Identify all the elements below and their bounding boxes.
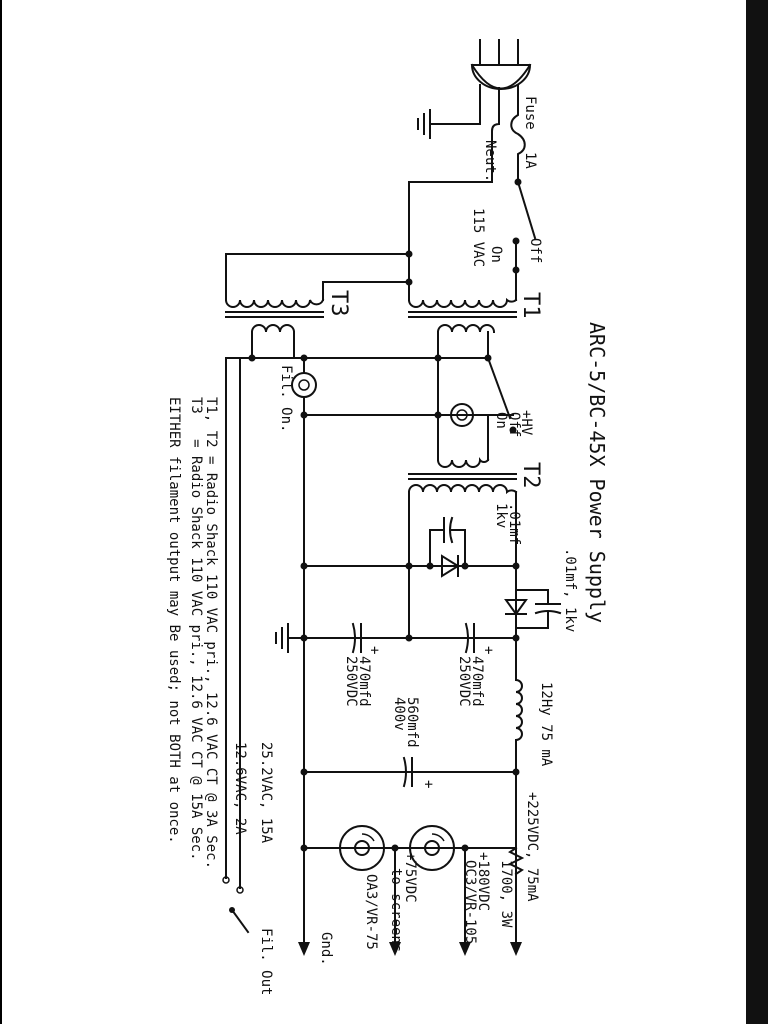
- cap-plus-1: +: [366, 646, 382, 654]
- mains-label: 115 VAC: [470, 208, 486, 267]
- t2-label: T2: [518, 462, 543, 489]
- switch-off-label: Off: [527, 238, 543, 263]
- cap-470-1-voltage: 250VDC: [343, 656, 359, 707]
- filter-capacitors: [287, 622, 517, 654]
- transformer-notes: T1, T2 = Radio Shack 110 VAC pri., 12.6 …: [166, 397, 219, 869]
- transformer-t1: [407, 253, 518, 359]
- note-line-1: T1, T2 = Radio Shack 110 VAC pri., 12.6 …: [203, 397, 219, 869]
- fil-out-label: Fil. Out: [258, 928, 274, 995]
- choke-label: 12Hy 75 mA: [538, 682, 554, 767]
- gnd-label: Gnd.: [318, 932, 334, 966]
- scan-edge: [746, 0, 768, 1024]
- tube-1-label: OC3/VR-105: [462, 860, 478, 944]
- t3-label: T3: [326, 290, 351, 317]
- cap-560-plus: +: [420, 780, 436, 788]
- note-line-2: T3 = Radio Shack 110 VAC pri., 12.6 VAC …: [188, 397, 204, 861]
- hv-on-label: On: [493, 412, 509, 429]
- cap-plus-2: +: [480, 646, 496, 654]
- diagram-title: ARC-5/BC-45X Power Supply: [585, 322, 609, 623]
- hv-off-label: Off: [506, 412, 522, 437]
- hv-switch: [486, 356, 517, 434]
- tube-2-label: OA3/VR-75: [363, 874, 379, 950]
- cap-small-1-voltage: 1kv: [493, 503, 509, 528]
- resistor-label: 1700, 3W: [498, 860, 514, 928]
- mains-plug: [470, 39, 532, 125]
- fuse-rating-label: 1A: [522, 152, 538, 169]
- hv-label: +HV: [518, 410, 534, 436]
- cap-560-voltage: 400v: [391, 697, 407, 731]
- hv-pilot-lamp: [450, 403, 474, 427]
- transformer-t3: [224, 250, 413, 359]
- fil-12-label: 12.6VAC, 2A: [232, 742, 248, 835]
- choke-inductor: [514, 678, 523, 951]
- switch-on-label: On: [488, 246, 504, 263]
- cap-small-2-label: .01mf, 1kv: [562, 548, 578, 632]
- output-180-label: +180VDC: [475, 852, 491, 911]
- filament-pilot-lamp: [291, 357, 317, 416]
- schematic-labels: Fuse 1A Neut. 115 VAC On Off T1 T3 Fil. …: [232, 96, 578, 995]
- rectifier-circuit: [300, 414, 562, 951]
- regulator-section: [300, 825, 525, 951]
- output-arrows: [298, 942, 522, 956]
- fuse-label: Fuse: [522, 96, 538, 130]
- output-225-label: +225VDC, 75mA: [524, 792, 540, 902]
- neutral-wire: [408, 99, 500, 255]
- fil-25-label: 25.2VAC, 15A: [258, 742, 274, 844]
- cap-470-1-label: 470mfd: [356, 656, 372, 707]
- cap-560-label: 560mfd: [404, 697, 420, 748]
- note-line-3: EITHER filament output may Be used; not …: [166, 397, 182, 844]
- cap-470-2-label: 470mfd: [469, 656, 485, 707]
- filament-outputs: [222, 357, 250, 934]
- output-75-label: +75VDC: [402, 852, 418, 903]
- fil-on-label: Fil. On.: [278, 365, 294, 432]
- neutral-label: Neut.: [482, 140, 498, 182]
- ground-symbol: [275, 623, 289, 653]
- to-screens-label: to screens: [388, 868, 404, 952]
- capacitor-560: [300, 756, 520, 788]
- cap-470-2-voltage: 250VDC: [456, 656, 472, 707]
- cap-small-1-label: .01mf: [506, 503, 522, 545]
- t1-label: T1: [518, 292, 543, 319]
- chassis-ground-symbol: [417, 109, 481, 139]
